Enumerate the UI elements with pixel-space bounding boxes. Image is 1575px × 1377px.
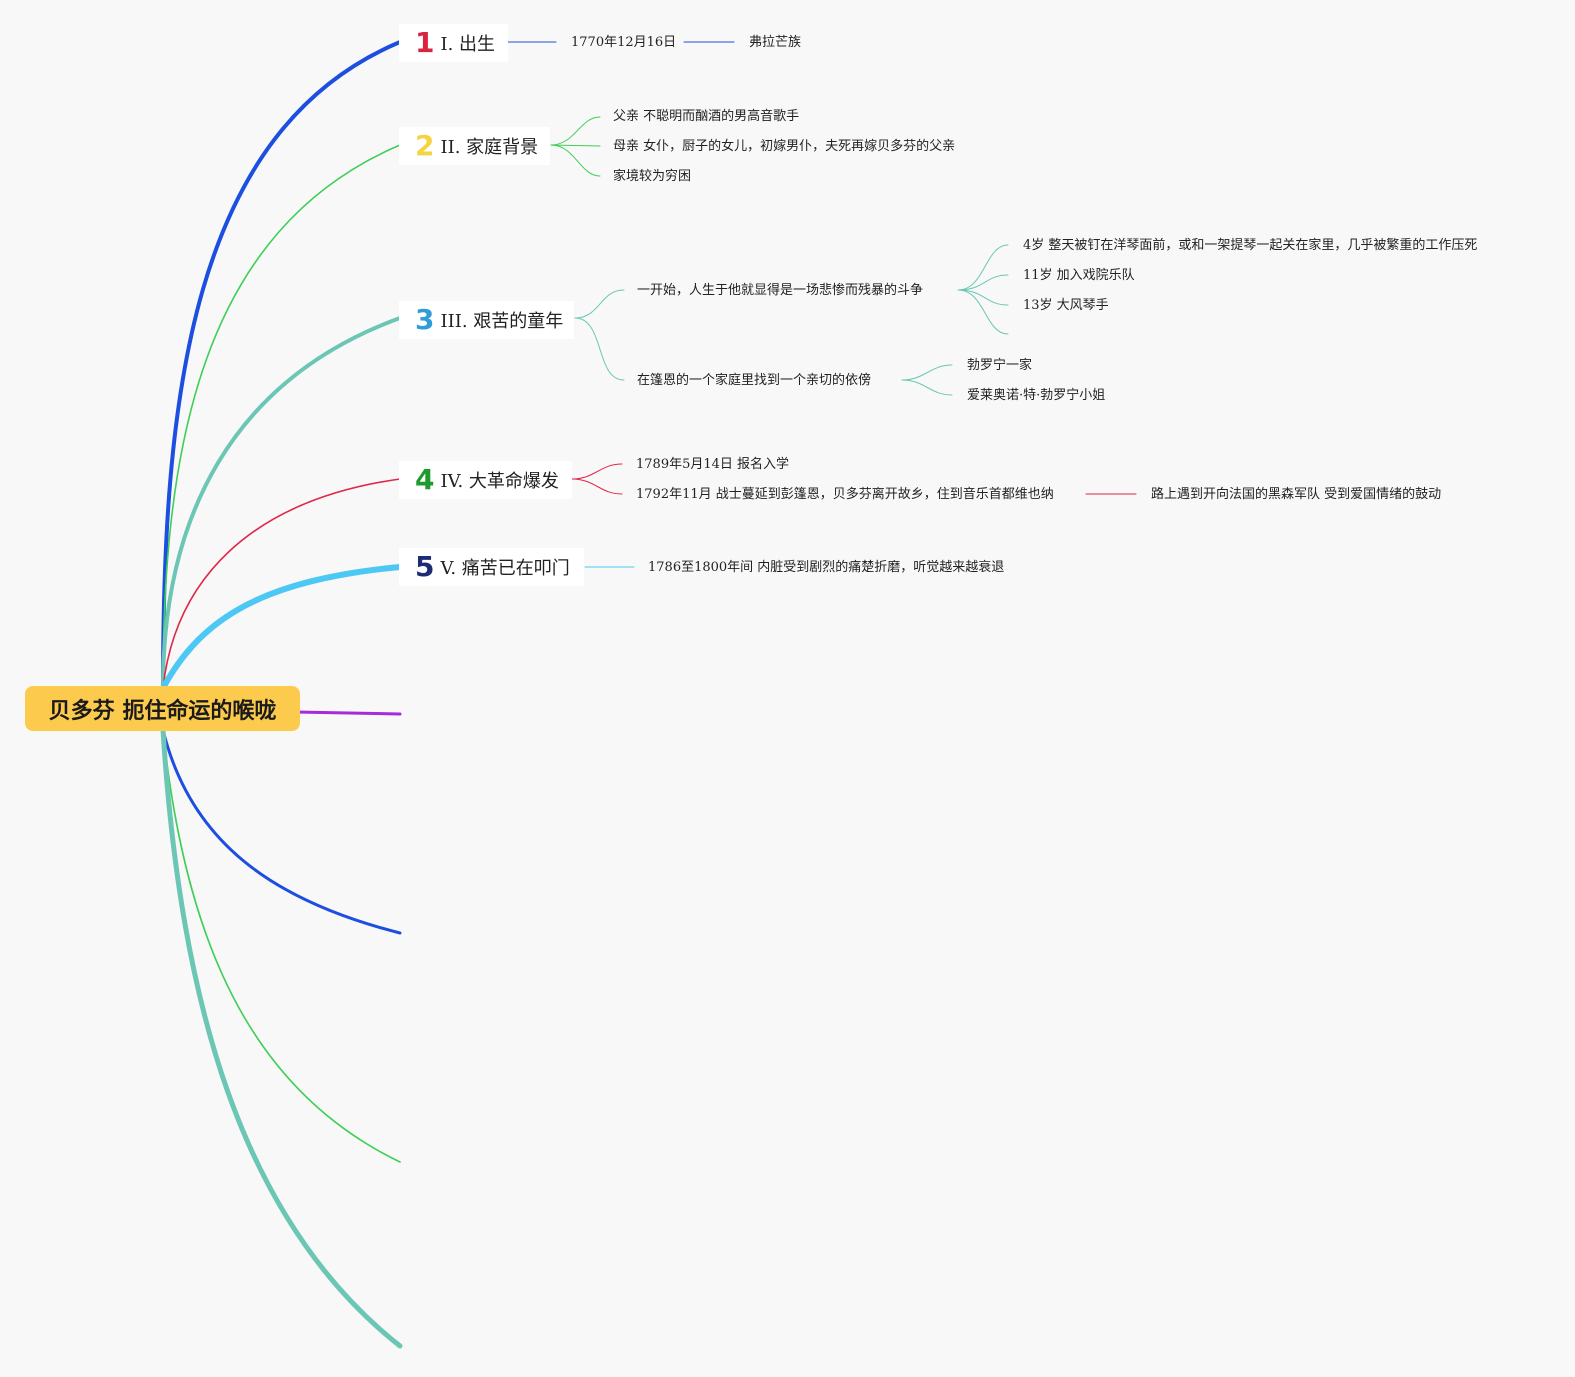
branch-line-revolution (162, 478, 401, 689)
leaf-breuning-family[interactable]: 勃罗宁一家 (967, 358, 1033, 373)
leaf-bonn-refuge[interactable]: 在篷恩的一个家庭里找到一个亲切的依傍 (637, 373, 872, 388)
link-childhood-struggle (574, 289, 625, 319)
leaf-family-poor[interactable]: 家境较为穷困 (613, 169, 692, 184)
link-age-extra (957, 289, 1009, 335)
link-rev-1792 (571, 478, 623, 495)
link-eleonore (901, 379, 953, 396)
link-age13 (957, 289, 1009, 306)
connector-lines (160, 40, 1137, 1349)
link-breuning (901, 364, 953, 381)
topic-title: IV. 大革命爆发 (440, 471, 559, 492)
topic-title: V. 痛苦已在叩门 (440, 558, 570, 579)
link-family-poor (550, 144, 601, 177)
leaf-pain-1786[interactable]: 1786至1800年间 内脏受到剧烈的痛楚折磨，听觉越来越衰退 (648, 560, 1005, 575)
link-age4 (957, 244, 1009, 291)
link-age11 (957, 274, 1009, 291)
branch-line-birth (161, 40, 402, 690)
leaf-family-mother[interactable]: 母亲 女仆，厨子的女儿，初嫁男仆，夫死再嫁贝多芬的父亲 (613, 139, 956, 154)
topic-number-5: 5 (415, 550, 435, 583)
topic-number-2: 2 (415, 129, 435, 162)
root-title: 贝多芬 扼住命运的喉咙 (48, 698, 277, 724)
topic-title: III. 艰苦的童年 (440, 311, 564, 332)
topic-number-3: 3 (415, 303, 435, 336)
topic-title: I. 出生 (440, 34, 496, 55)
leaf-childhood-struggle[interactable]: 一开始，人生于他就显得是一场悲惨而残暴的斗争 (637, 283, 924, 298)
root-topic[interactable]: 贝多芬 扼住命运的喉咙 (25, 686, 300, 731)
leaf-family-father[interactable]: 父亲 不聪明而酗酒的男高音歌手 (613, 109, 800, 124)
leaf-birth-origin[interactable]: 弗拉芒族 (749, 35, 802, 50)
leaf-rev-road[interactable]: 路上遇到开向法国的黑森军队 受到爱国情绪的鼓动 (1151, 487, 1442, 502)
branch-line-empty-teal (160, 727, 403, 1349)
branch-line-family (162, 144, 401, 689)
topic-childhood[interactable]: 3 III. 艰苦的童年 (399, 301, 574, 339)
branch-line-empty-green (162, 729, 401, 1163)
topic-family[interactable]: 2 II. 家庭背景 (399, 127, 550, 165)
topic-birth[interactable]: 1 I. 出生 (399, 24, 508, 62)
topic-pain[interactable]: 5 V. 痛苦已在叩门 (399, 548, 584, 586)
branch-line-purple (293, 710, 402, 716)
link-childhood-bonn (574, 317, 625, 381)
branch-line-pain (160, 564, 403, 691)
leaf-rev-1792[interactable]: 1792年11月 战士蔓延到彭篷恩，贝多芬离开故乡，住到音乐首都维也纳 (636, 487, 1054, 502)
leaf-rev-1789[interactable]: 1789年5月14日 报名入学 (636, 457, 790, 472)
link-rev-1789 (571, 463, 623, 480)
topic-number-1: 1 (415, 26, 435, 59)
topic-number-4: 4 (415, 463, 435, 496)
topic-title: II. 家庭背景 (440, 137, 539, 158)
leaf-age4[interactable]: 4岁 整天被钉在洋琴面前，或和一架提琴一起关在家里，几乎被繁重的工作压死 (1023, 238, 1478, 253)
leaf-eleonore[interactable]: 爱莱奥诺·特·勃罗宁小姐 (967, 388, 1106, 403)
leaf-age13[interactable]: 13岁 大风琴手 (1023, 298, 1109, 313)
link-family-father (550, 116, 601, 146)
branch-line-empty-blue (161, 728, 402, 935)
link-family-mother (550, 144, 601, 147)
leaf-birth-date[interactable]: 1770年12月16日 (571, 35, 677, 50)
topic-revolution[interactable]: 4 IV. 大革命爆发 (399, 461, 572, 499)
leaf-age11[interactable]: 11岁 加入戏院乐队 (1023, 268, 1135, 283)
branch-line-childhood (161, 316, 402, 690)
